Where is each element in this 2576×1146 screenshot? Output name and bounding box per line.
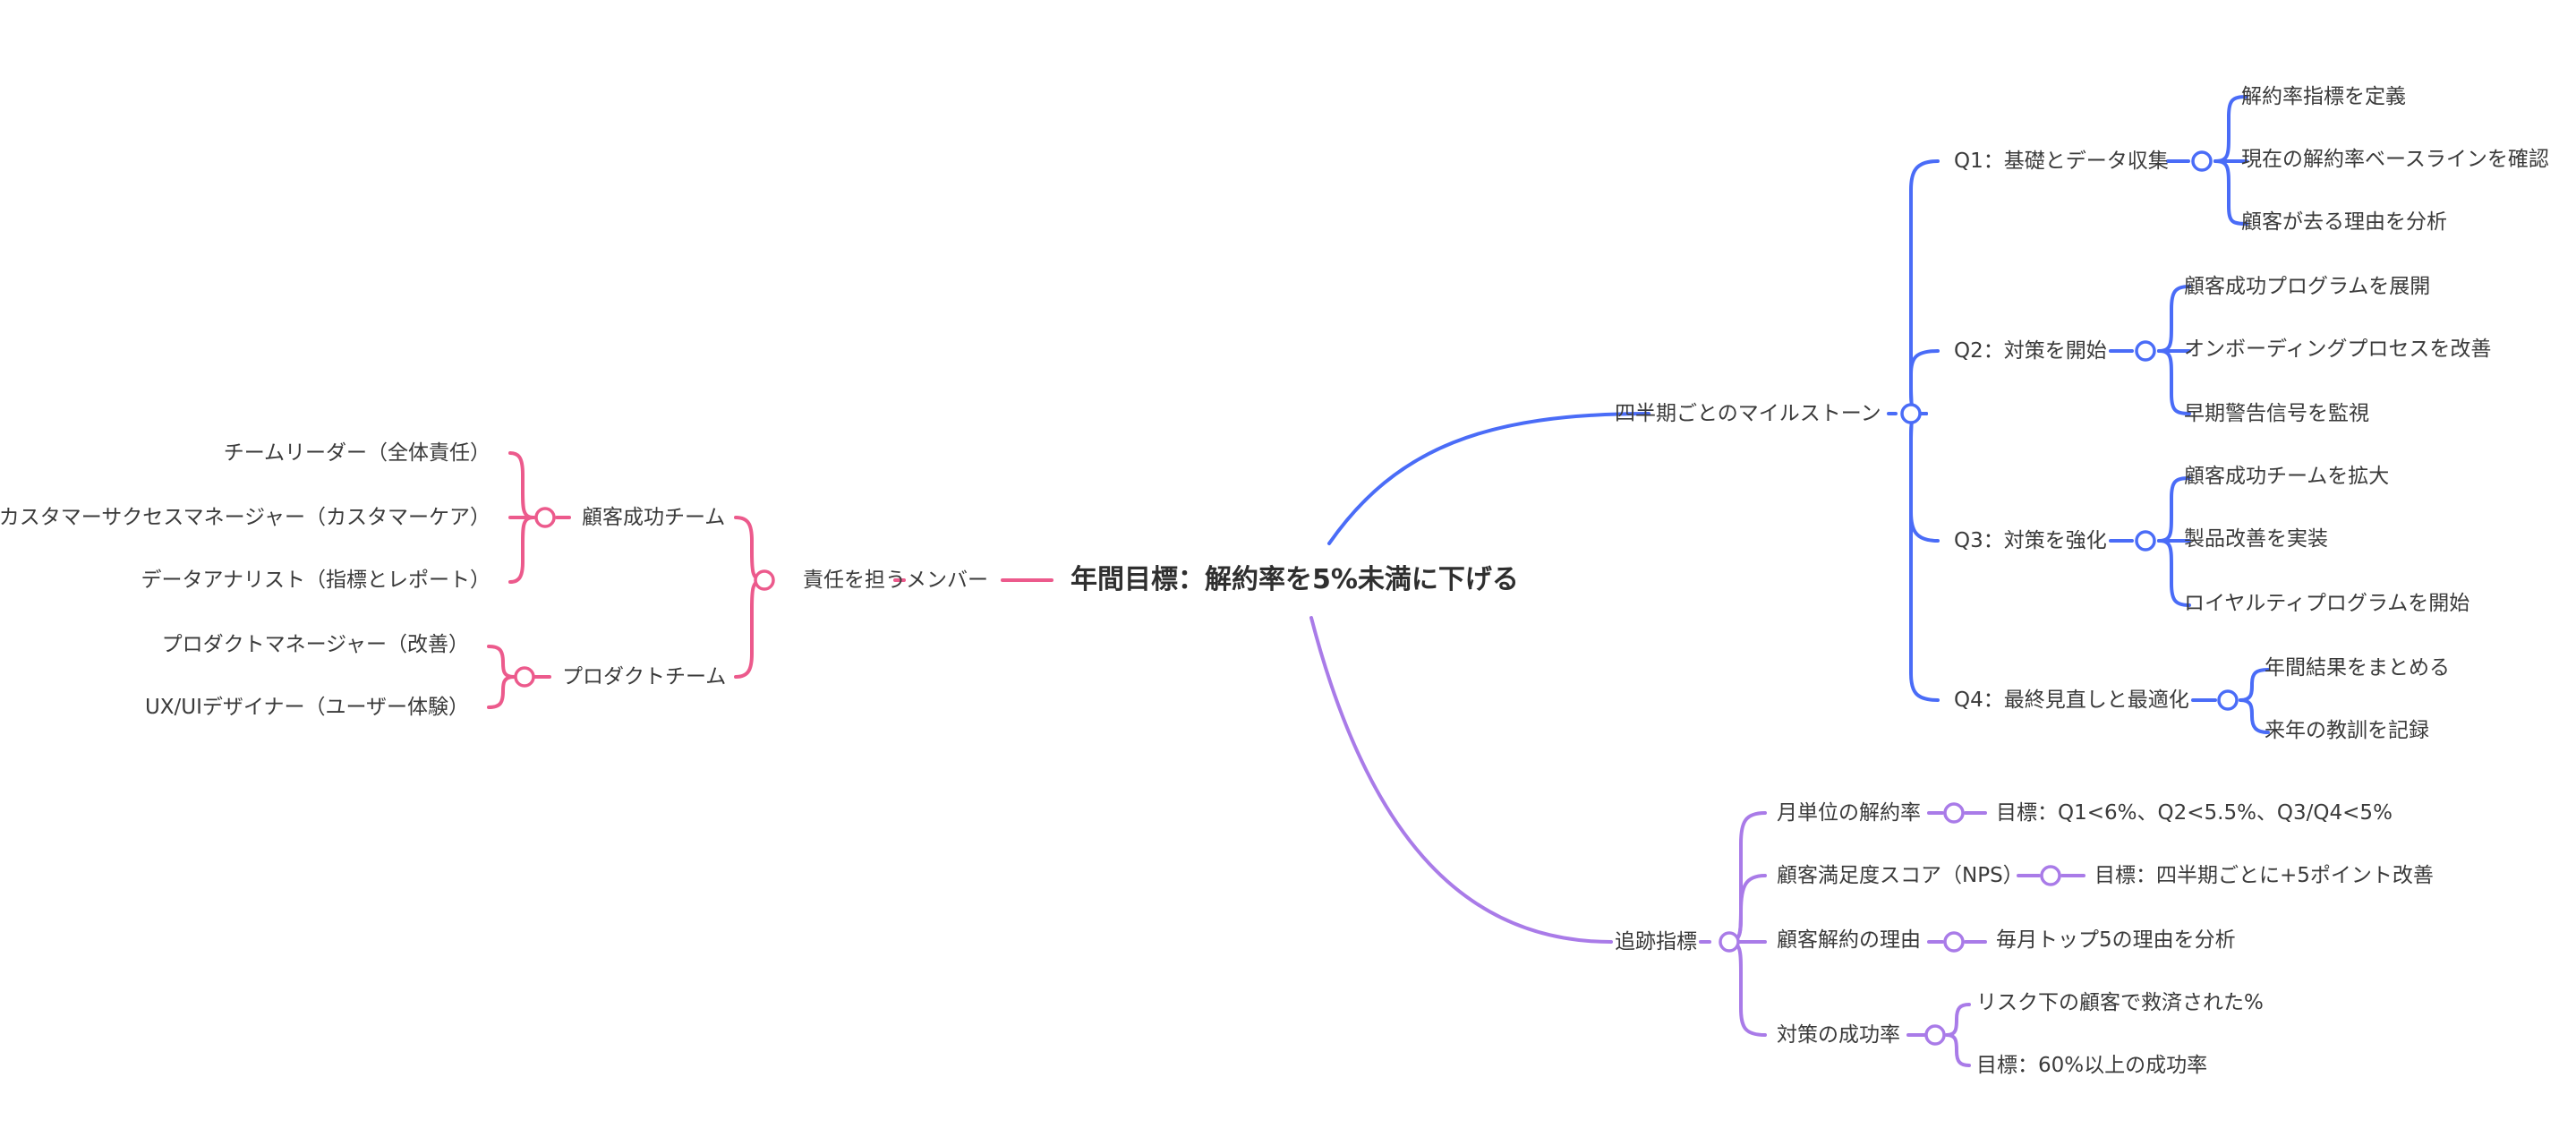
m4-item[interactable]: 目標：60%以上の成功率 <box>1976 1054 2208 1077</box>
q2-item[interactable]: 早期警告信号を監視 <box>2184 402 2369 425</box>
root-topic[interactable]: 年間目標：解約率を5%未満に下げる <box>1070 564 1519 595</box>
q4-item2-line <box>2239 698 2270 734</box>
m3-item[interactable]: 毎月トップ5の理由を分析 <box>1996 928 2236 952</box>
q3-item1-line <box>2157 476 2191 543</box>
milestones-to-q4-line <box>1909 412 1940 702</box>
metrics-to-m2-line <box>1727 874 1767 944</box>
cs-topic[interactable]: 顧客成功チーム <box>582 506 726 529</box>
milestones-to-q3-line <box>1909 412 1940 543</box>
cs-item1-line <box>508 451 535 519</box>
metrics-branch <box>1309 616 2086 1067</box>
q1-item1-line <box>2213 95 2248 163</box>
q4-topic[interactable]: Q4：最終見直しと最適化 <box>1954 688 2189 712</box>
q3-topic[interactable]: Q3：対策を強化 <box>1954 529 2107 552</box>
product-item[interactable]: UX/UIデザイナー（ユーザー体験） <box>144 696 469 719</box>
milestones-node[interactable] <box>1900 403 1922 424</box>
q2-item3-line <box>2157 349 2191 415</box>
cs-item3-line <box>508 516 535 584</box>
q2-node[interactable] <box>2135 340 2156 362</box>
m1-topic[interactable]: 月単位の解約率 <box>1777 801 1921 825</box>
q4-node[interactable] <box>2217 689 2239 711</box>
m4-item1-line <box>1945 1003 1971 1037</box>
members-node[interactable] <box>754 569 775 591</box>
m3-node[interactable] <box>1943 931 1965 953</box>
cs-node[interactable] <box>534 507 556 528</box>
m1-node[interactable] <box>1943 802 1965 824</box>
product-item2-line <box>487 675 516 709</box>
metrics-to-m4-line <box>1727 940 1767 1037</box>
root-to-milestones-line <box>1327 412 1651 545</box>
members-to-product-line <box>734 578 764 679</box>
q2-item[interactable]: 顧客成功プログラムを展開 <box>2184 275 2431 298</box>
q1-item3-line <box>2213 159 2248 226</box>
m2-item[interactable]: 目標：四半期ごとに+5ポイント改善 <box>2094 864 2434 887</box>
root-to-metrics-line <box>1309 616 1613 944</box>
q2-item1-line <box>2157 285 2191 353</box>
q1-node[interactable] <box>2191 150 2213 172</box>
q3-item[interactable]: ロイヤルティプログラムを開始 <box>2184 592 2470 615</box>
q3-item[interactable]: 顧客成功チームを拡大 <box>2184 465 2390 488</box>
members-nodes <box>514 507 775 688</box>
milestones-to-q1-line <box>1909 159 1940 415</box>
product-item1-line <box>487 645 516 679</box>
members-topic[interactable]: 責任を担うメンバー <box>803 569 988 592</box>
q1-item[interactable]: 顧客が去る理由を分析 <box>2241 210 2447 234</box>
m4-topic[interactable]: 対策の成功率 <box>1777 1023 1900 1047</box>
metrics-topic[interactable]: 追跡指標 <box>1615 930 1697 954</box>
q3-item3-line <box>2157 539 2191 607</box>
m4-item2-line <box>1945 1033 1971 1067</box>
product-topic[interactable]: プロダクトチーム <box>562 665 727 688</box>
q3-node[interactable] <box>2135 530 2156 552</box>
q1-topic[interactable]: Q1：基礎とデータ収集 <box>1954 150 2169 173</box>
m2-topic[interactable]: 顧客満足度スコア（NPS） <box>1777 864 2024 887</box>
q1-item[interactable]: 現在の解約率ベースラインを確認 <box>2241 148 2549 171</box>
q4-item[interactable]: 年間結果をまとめる <box>2265 656 2450 680</box>
cs-item[interactable]: カスタマーサクセスマネージャー（カスタマーケア） <box>0 506 490 529</box>
q4-item1-line <box>2239 668 2270 702</box>
cs-item[interactable]: データアナリスト（指標とレポート） <box>141 569 490 592</box>
metrics-node[interactable] <box>1719 931 1740 953</box>
m4-item[interactable]: リスク下の顧客で救済された% <box>1976 991 2264 1014</box>
product-item[interactable]: プロダクトマネージャー（改善） <box>161 633 469 656</box>
m4-node[interactable] <box>1924 1024 1946 1046</box>
milestones-topic[interactable]: 四半期ごとのマイルストーン <box>1615 402 1881 425</box>
product-node[interactable] <box>514 666 535 688</box>
q4-item[interactable]: 来年の教訓を記録 <box>2265 719 2429 742</box>
q3-item[interactable]: 製品改善を実装 <box>2184 527 2328 551</box>
m1-item[interactable]: 目標：Q1<6%、Q2<5.5%、Q3/Q4<5% <box>1996 801 2393 825</box>
q2-item[interactable]: オンボーディングプロセスを改善 <box>2184 338 2492 361</box>
cs-item[interactable]: チームリーダー（全体責任） <box>223 441 490 465</box>
q1-item[interactable]: 解約率指標を定義 <box>2241 85 2406 108</box>
milestones-nodes <box>1900 150 2239 711</box>
metrics-nodes <box>1719 802 2061 1046</box>
members-to-cs-line <box>734 516 764 582</box>
q2-topic[interactable]: Q2：対策を開始 <box>1954 339 2107 363</box>
m3-topic[interactable]: 顧客解約の理由 <box>1777 928 1921 952</box>
m2-node[interactable] <box>2040 865 2061 886</box>
